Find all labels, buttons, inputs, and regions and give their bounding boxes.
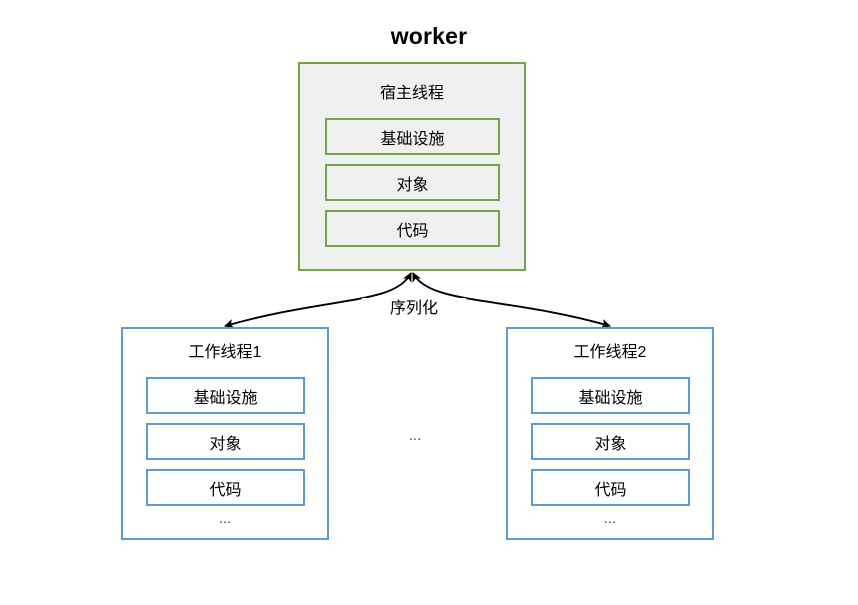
worker-2-item-object[interactable]: 对象	[531, 423, 690, 460]
edge-label-serialization: 序列化	[362, 298, 466, 320]
worker-thread-2-box[interactable]: 工作线程2 基础设施 对象 代码 ...	[506, 327, 714, 540]
worker-thread-2-label: 工作线程2	[573, 344, 647, 361]
worker-thread-1-label: 工作线程1	[188, 344, 262, 361]
worker-1-ellipsis: ...	[218, 510, 232, 527]
host-item-infrastructure[interactable]: 基础设施	[325, 118, 500, 155]
worker-1-item-object[interactable]: 对象	[146, 423, 305, 460]
host-thread-box[interactable]: 宿主线程 基础设施 对象 代码	[298, 62, 526, 271]
worker-2-item-code[interactable]: 代码	[531, 469, 690, 506]
worker-thread-1-box[interactable]: 工作线程1 基础设施 对象 代码 ...	[121, 327, 329, 540]
host-thread-label: 宿主线程	[379, 85, 444, 102]
host-item-code[interactable]: 代码	[325, 210, 500, 247]
page-title: worker	[390, 23, 468, 49]
worker-1-item-infrastructure[interactable]: 基础设施	[146, 377, 305, 414]
worker-1-item-code[interactable]: 代码	[146, 469, 305, 506]
workers-continuation-ellipsis: ...	[408, 427, 422, 444]
worker-2-ellipsis: ...	[603, 510, 617, 527]
worker-2-item-infrastructure[interactable]: 基础设施	[531, 377, 690, 414]
host-item-object[interactable]: 对象	[325, 164, 500, 201]
